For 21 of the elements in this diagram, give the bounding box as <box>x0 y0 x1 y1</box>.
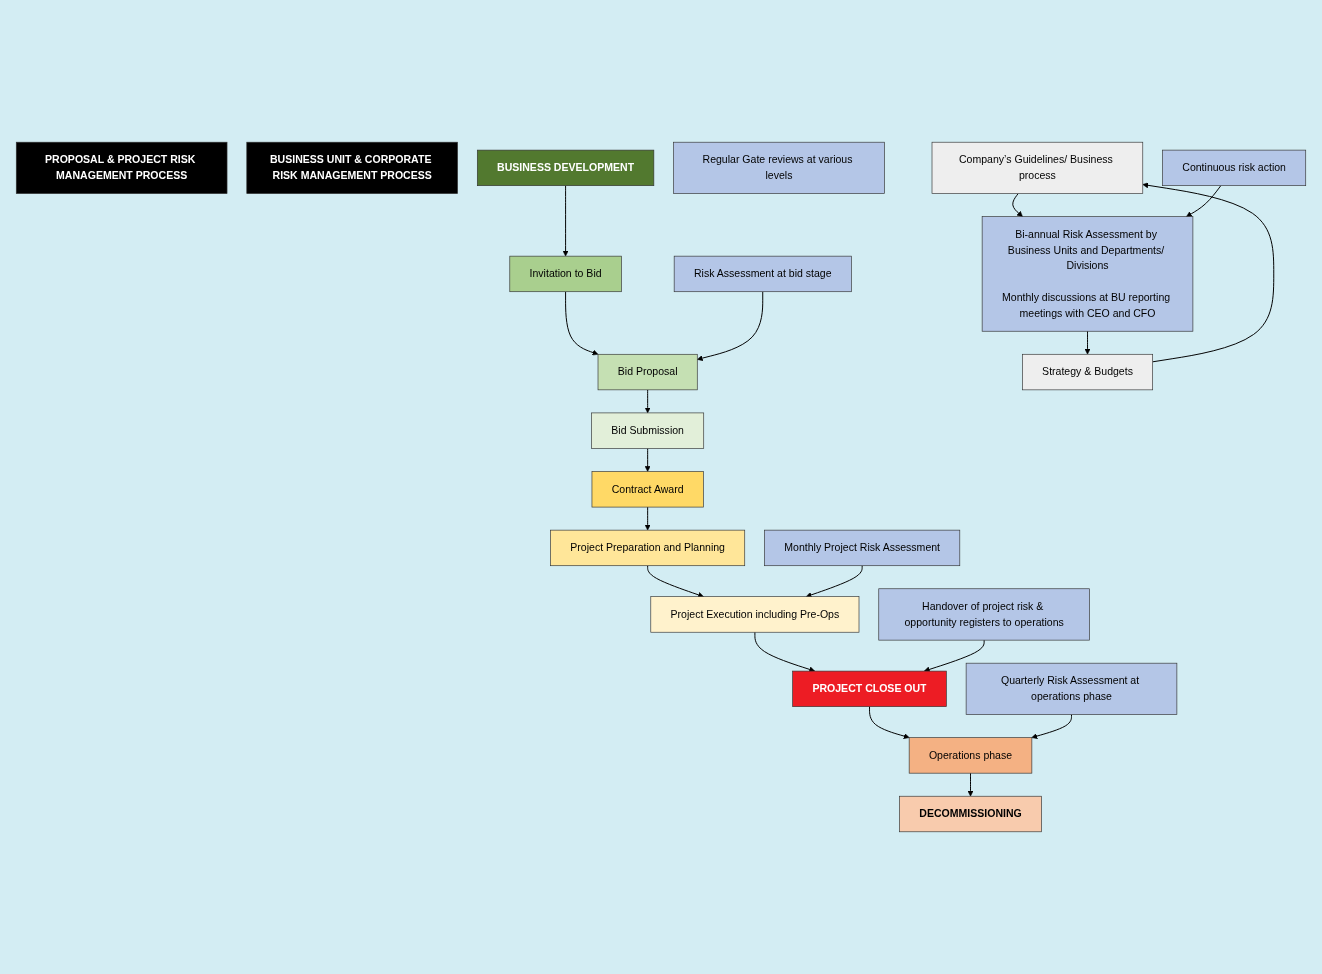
node-box: Company’s Guidelines/ Business process <box>931 141 1144 194</box>
node-box: Continuous risk action <box>1162 149 1307 186</box>
node-box: Bid Submission <box>591 412 705 449</box>
node-box: Monthly Project Risk Assessment <box>764 529 961 567</box>
node-box: Contract Award <box>591 471 704 508</box>
node-box: Bid Proposal <box>597 353 698 391</box>
node-box: PROJECT CLOSE OUT <box>792 670 947 707</box>
node-box: Operations phase <box>908 737 1033 774</box>
node-box: Handover of project risk & opportunity registers to operations <box>878 588 1090 641</box>
node-box: Project Preparation and Planning <box>550 529 746 567</box>
node-box: Bi-annual Risk Assessment by Business Units and Departments/ Divisions Monthly discussions at BU reporting meetings with CEO and CFO <box>981 216 1194 332</box>
node-box: BUSINESS UNIT & CORPORATE RISK MANAGEMENT PROCESS <box>246 141 458 194</box>
node-box: PROPOSAL & PROJECT RISK MANAGEMENT PROCESS <box>15 141 228 194</box>
node-box: Regular Gate reviews at various levels <box>673 141 885 194</box>
node-box: Quarterly Risk Assessment at operations phase <box>965 662 1178 715</box>
node-box: DECOMMISSIONING <box>899 795 1042 833</box>
node-box: Risk Assessment at bid stage <box>673 255 852 293</box>
node-box: Project Execution including Pre-Ops <box>650 596 860 633</box>
node-box: Strategy & Budgets <box>1022 353 1153 391</box>
node-box: Invitation to Bid <box>509 255 622 293</box>
node-box: BUSINESS DEVELOPMENT <box>477 149 655 186</box>
